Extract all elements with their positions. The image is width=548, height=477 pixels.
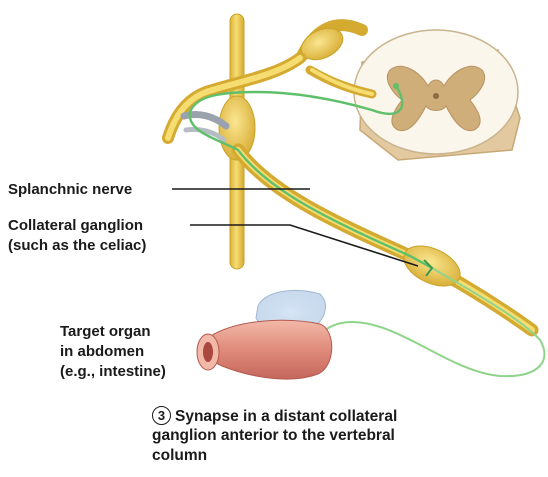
intestine-shape [197, 320, 332, 379]
spinal-cord [354, 30, 520, 160]
caption-line-3: column [152, 446, 207, 466]
caption-line-2: ganglion anterior to the vertebral [152, 426, 395, 446]
spinal-nerve [168, 22, 372, 138]
label-target-organ-example: (e.g., intestine) [60, 362, 166, 381]
caption-text-1: Synapse in a distant collateral [175, 408, 397, 425]
label-target-organ: Target organ [60, 322, 151, 341]
label-collateral-ganglion-example: (such as the celiac) [8, 236, 146, 255]
label-splanchnic-nerve: Splanchnic nerve [8, 180, 132, 199]
step-number-badge: 3 [152, 406, 171, 425]
label-collateral-ganglion: Collateral ganglion [8, 216, 143, 235]
label-target-organ-location: in abdomen [60, 342, 144, 361]
